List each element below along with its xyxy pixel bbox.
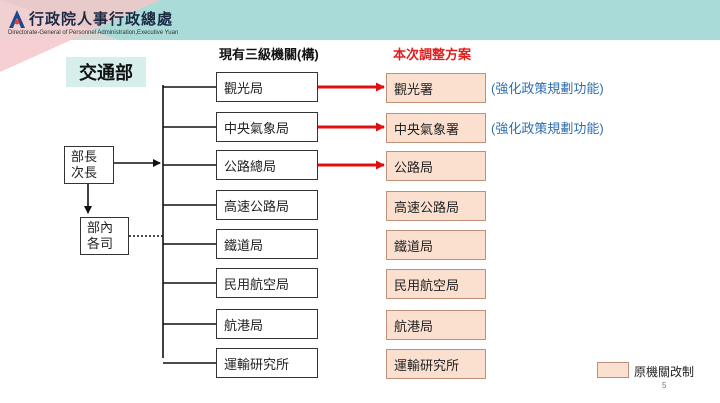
planned-agency-label: 運輸研究所 bbox=[394, 357, 460, 373]
planned-agency-box: 運輸研究所 bbox=[386, 349, 486, 379]
planned-agency-box: 高速公路局 bbox=[386, 191, 486, 221]
policy-note: (強化政策規劃功能) bbox=[491, 121, 604, 136]
header-decoration bbox=[0, 0, 160, 72]
planned-agency-label: 公路局 bbox=[394, 159, 434, 175]
planned-agency-label: 航港局 bbox=[394, 318, 434, 334]
current-agency-box: 航港局 bbox=[216, 309, 318, 339]
minister-box: 部長 次長 bbox=[64, 146, 114, 184]
planned-agency-label: 高速公路局 bbox=[394, 199, 460, 215]
current-agency-label: 觀光局 bbox=[224, 80, 264, 96]
current-agency-label: 航港局 bbox=[224, 317, 264, 333]
org-logo: 行政院人事行政總處 bbox=[8, 8, 173, 29]
planned-agency-label: 民用航空局 bbox=[394, 277, 460, 293]
current-agency-box: 高速公路局 bbox=[216, 190, 318, 220]
internal-depts-box: 部內 各司 bbox=[80, 217, 129, 255]
legend-swatch bbox=[597, 362, 629, 378]
current-agency-label: 中央氣象局 bbox=[224, 120, 290, 136]
adjustment-plan-header: 本次調整方案 bbox=[393, 47, 472, 62]
planned-agency-label: 觀光署 bbox=[394, 81, 434, 97]
current-agency-box: 鐵道局 bbox=[216, 229, 318, 259]
current-agency-label: 鐵道局 bbox=[224, 237, 264, 253]
page-number: 5 bbox=[662, 381, 667, 390]
planned-agency-box: 觀光署 bbox=[386, 73, 486, 103]
planned-agency-box: 民用航空局 bbox=[386, 269, 486, 299]
current-agency-label: 高速公路局 bbox=[224, 198, 290, 214]
current-agencies-header: 現有三級機關(構) bbox=[219, 47, 319, 62]
current-agency-box: 民用航空局 bbox=[216, 268, 318, 298]
current-agency-box: 觀光局 bbox=[216, 72, 318, 102]
planned-agency-box: 公路局 bbox=[386, 151, 486, 181]
ministry-title: 交通部 bbox=[66, 57, 146, 87]
current-agency-box: 中央氣象局 bbox=[216, 112, 318, 142]
org-name: 行政院人事行政總處 bbox=[29, 11, 174, 28]
planned-agency-label: 中央氣象署 bbox=[394, 121, 460, 137]
current-agency-label: 民用航空局 bbox=[224, 276, 290, 292]
planned-agency-label: 鐵道局 bbox=[394, 238, 434, 254]
current-agency-label: 公路總局 bbox=[224, 158, 277, 174]
legend-label: 原機關改制 bbox=[634, 365, 695, 379]
org-name-en: Directorate-General of Personnel Adminis… bbox=[8, 30, 179, 36]
planned-agency-box: 鐵道局 bbox=[386, 230, 486, 260]
internal-depts-label: 部內 各司 bbox=[87, 220, 114, 251]
org-logo-icon bbox=[9, 9, 25, 28]
minister-label: 部長 次長 bbox=[71, 149, 98, 180]
planned-agency-box: 中央氣象署 bbox=[386, 113, 486, 143]
current-agency-box: 公路總局 bbox=[216, 150, 318, 180]
policy-note: (強化政策規劃功能) bbox=[491, 81, 604, 96]
planned-agency-box: 航港局 bbox=[386, 310, 486, 340]
current-agency-box: 運輸研究所 bbox=[216, 348, 318, 378]
current-agency-label: 運輸研究所 bbox=[224, 356, 290, 372]
